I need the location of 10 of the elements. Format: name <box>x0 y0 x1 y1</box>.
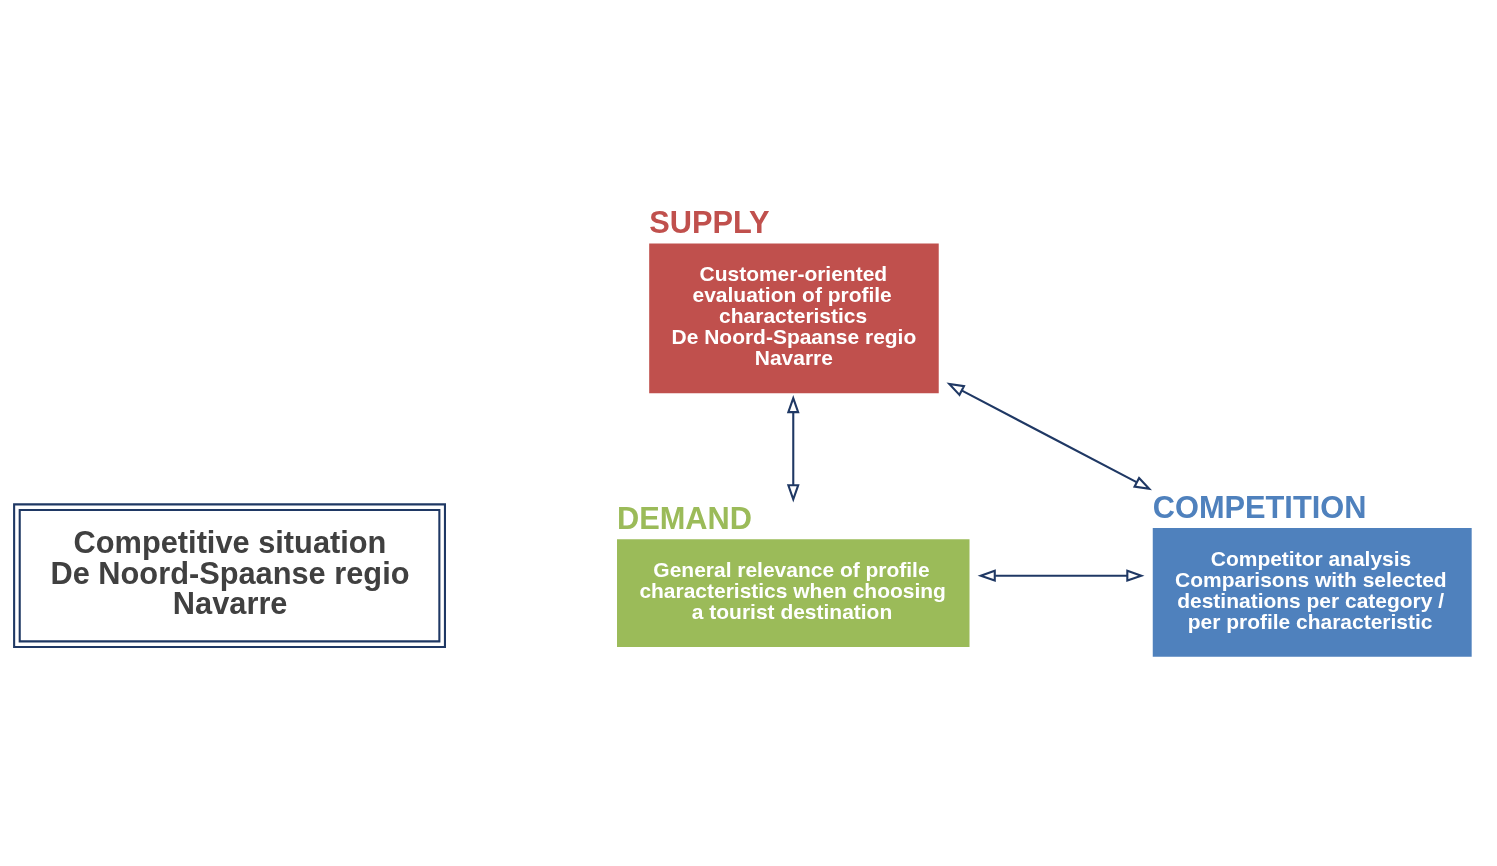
arrow <box>786 394 800 503</box>
node-box: General relevance of profile characteristics when choosing a tourist destination <box>617 539 970 647</box>
node-label: COMPETITION <box>1152 489 1367 525</box>
arrow <box>977 569 1145 583</box>
node-label: SUPPLY <box>649 205 770 241</box>
arrow <box>946 382 1152 491</box>
node-box: Competitor analysis Comparisons with selected destinations per category / per profile characteristic <box>1152 528 1472 657</box>
node-box: Customer-oriented evaluation of profile characteristics De Noord-Spaanse regio Navarre <box>649 243 939 394</box>
node-label: DEMAND <box>617 500 753 536</box>
node-box: Competitive situation De Noord-Spaanse regio Navarre <box>13 503 446 649</box>
